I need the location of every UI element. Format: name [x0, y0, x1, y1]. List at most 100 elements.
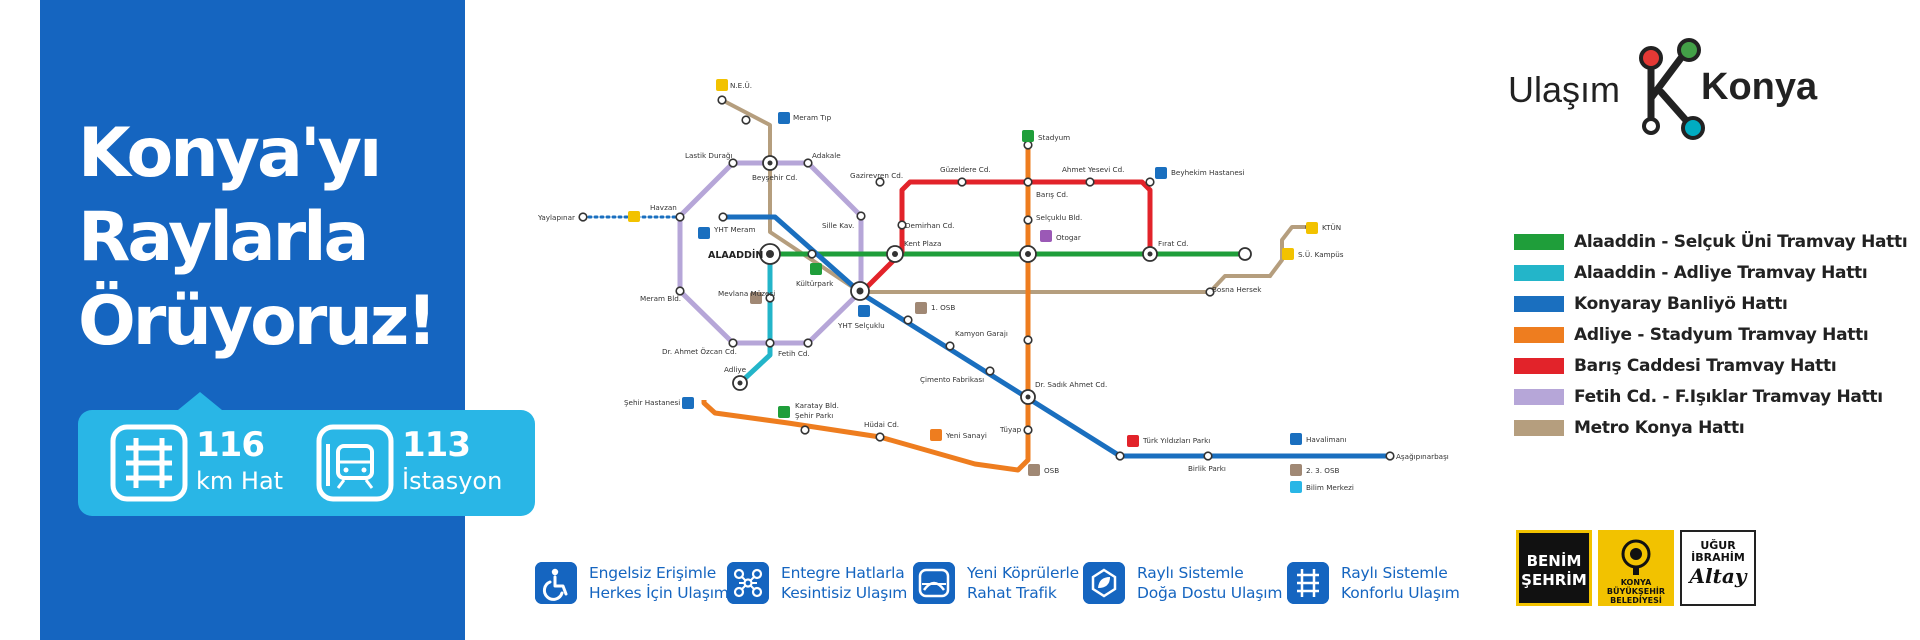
university-icon — [1306, 222, 1318, 234]
label-osb1: 1. OSB — [931, 303, 955, 312]
feature-text: Raylı Sistemle Konforlu Ulaşım — [1341, 563, 1460, 603]
label-bosna: Bosna Hersek — [1212, 285, 1262, 294]
kb-line-3: BELEDİYESİ — [1610, 596, 1662, 605]
headline-line-2: Raylarla — [78, 198, 369, 277]
label-stadyum: Stadyum — [1038, 133, 1070, 142]
brand-part-1: Ulaşım — [1508, 69, 1621, 110]
label-selcuklu-bld: Selçuklu Bld. — [1036, 213, 1082, 222]
label-birlik: Birlik Parkı — [1188, 464, 1226, 473]
brand-logo: Ulaşım Konya — [1505, 36, 1845, 146]
legend-label: Alaaddin - Adliye Tramvay Hattı — [1574, 263, 1868, 283]
factory-icon — [1290, 464, 1302, 476]
legend-swatch — [1514, 420, 1564, 436]
feature-text: Yeni Köprülerle Rahat Trafik — [967, 563, 1079, 603]
stats-box: 116 km Hat 113 İstasyon — [78, 392, 535, 516]
mayor-signature-logo: UĞUR İBRAHİM Altay — [1680, 530, 1756, 606]
legend-swatch — [1514, 265, 1564, 281]
museum-icon — [750, 292, 762, 304]
feature-line-2: Doğa Dostu Ulaşım — [1137, 584, 1283, 602]
park-icon — [810, 263, 822, 275]
label-hudai: Hüdai Cd. — [864, 420, 899, 429]
label-beysehir: Beyşehir Cd. — [752, 173, 797, 182]
label-alaaddin: ALAADDİN — [708, 250, 763, 261]
legend-label: Alaaddin - Selçuk Üni Tramvay Hattı — [1574, 232, 1908, 252]
feature-line-1: Raylı Sistemle — [1137, 564, 1244, 582]
label-firat: Fırat Cd. — [1158, 239, 1188, 248]
feature-line-2: Herkes İçin Ulaşım — [589, 584, 729, 602]
train-icon — [698, 227, 710, 239]
mayor-first-name: UĞUR İBRAHİM — [1691, 539, 1745, 564]
label-gazirevren: Gazirevren Cd. — [850, 171, 903, 180]
train-station-icon — [316, 424, 394, 502]
park-icon — [778, 406, 790, 418]
stadium-icon — [1022, 130, 1034, 142]
left-panel: Konya'yı Raylarla Örüyoruz! 116 km Hat — [40, 0, 535, 640]
station-labels: N.E.Ü. Meram Tıp Lastik Durağı Adakale B… — [537, 81, 1449, 492]
kb-line-1: KONYA — [1620, 578, 1652, 587]
label-bilim: Bilim Merkezi — [1306, 483, 1354, 492]
label-tuyap: Tüyap — [999, 425, 1022, 434]
label-ahmet-ozcan: Dr. Ahmet Özcan Cd. — [662, 347, 737, 356]
accessibility-icon — [535, 562, 577, 604]
legend-swatch — [1514, 296, 1564, 312]
label-osb: OSB — [1044, 466, 1059, 475]
label-guzeldere: Güzeldere Cd. — [940, 165, 991, 174]
label-beyhekim: Beyhekim Hastanesi — [1171, 168, 1245, 177]
label-sille: Sille Kav. — [822, 221, 854, 230]
legend-swatch — [1514, 234, 1564, 250]
rail-track-icon — [110, 424, 188, 502]
label-sadik-ahmet: Dr. Sadık Ahmet Cd. — [1035, 380, 1107, 389]
factory-icon — [1028, 464, 1040, 476]
label-fetih: Fetih Cd. — [778, 349, 810, 358]
network-icon — [727, 562, 769, 604]
label-meram-tip: Meram Tıp — [793, 113, 832, 122]
label-otogar: Otogar — [1056, 233, 1081, 242]
legend-label: Konyaray Banliyö Hattı — [1574, 294, 1788, 314]
factory-icon — [915, 302, 927, 314]
feature-line-2: Konforlu Ulaşım — [1341, 584, 1460, 602]
benim-line-2: ŞEHRİM — [1521, 571, 1587, 589]
stat-track-number: 116 — [196, 425, 265, 465]
label-ahmet-yesevi: Ahmet Yesevi Cd. — [1062, 165, 1124, 174]
science-icon — [1290, 481, 1302, 493]
label-demirhan: Demirhan Cd. — [905, 221, 954, 230]
legend-swatch — [1514, 389, 1564, 405]
train-icon — [858, 305, 870, 317]
label-baris: Barış Cd. — [1036, 190, 1068, 199]
line-baris-caddesi — [858, 179, 1153, 296]
label-adliye: Adliye — [724, 365, 747, 374]
label-mevlana: Mevlana Müzesi — [718, 289, 775, 298]
feature-line-2: Kesintisiz Ulaşım — [781, 584, 908, 602]
bridge-icon — [913, 562, 955, 604]
bus-terminal-icon — [1040, 230, 1052, 242]
feature-line-1: Engelsiz Erişimle — [589, 564, 717, 582]
feature-line-2: Rahat Trafik — [967, 584, 1057, 602]
brand-part-2: Konya — [1701, 66, 1818, 108]
konya-buyuksehir-logo: KONYA BÜYÜKŞEHİR BELEDİYESİ — [1598, 530, 1674, 606]
stat-stations-number: 113 — [402, 425, 471, 465]
network-k-icon — [1639, 38, 1705, 140]
label-yaylapinar: Yaylapınar — [537, 213, 575, 222]
hospital-icon — [778, 112, 790, 124]
label-su-kampus: S.Ü. Kampüs — [1298, 250, 1344, 259]
line-metro-konya — [720, 98, 1312, 294]
label-neu: N.E.Ü. — [730, 81, 752, 90]
label-asagipinarbasi: Aşağıpınarbaşı — [1396, 452, 1449, 461]
label-sehir-parki: Şehir Parkı — [795, 411, 833, 420]
label-ktun: KTÜN — [1322, 223, 1341, 232]
label-meram-bld: Meram Bld. — [640, 294, 681, 303]
rail-comfort-icon — [1287, 562, 1329, 604]
label-yht-selcuklu: YHT Selçuklu — [837, 321, 885, 330]
feature-text: Entegre Hatlarla Kesintisiz Ulaşım — [781, 563, 907, 603]
feature-text: Engelsiz Erişimle Herkes İçin Ulaşım — [589, 563, 729, 603]
benim-sehrim-logo: BENİM ŞEHRİM — [1516, 530, 1592, 606]
poi-icons — [628, 79, 1318, 493]
feature-line-1: Entegre Hatlarla — [781, 564, 905, 582]
label-yeni-sanayi: Yeni Sanayi — [945, 431, 987, 440]
kb-line-2: BÜYÜKŞEHİR — [1606, 587, 1666, 596]
label-osb23: 2. 3. OSB — [1306, 466, 1340, 475]
legend-swatch — [1514, 327, 1564, 343]
label-yht-meram: YHT Meram — [713, 225, 755, 234]
legend-label: Fetih Cd. - F.Işıklar Tramvay Hattı — [1574, 387, 1883, 407]
headline-line-3: Örüyoruz! — [78, 282, 437, 361]
